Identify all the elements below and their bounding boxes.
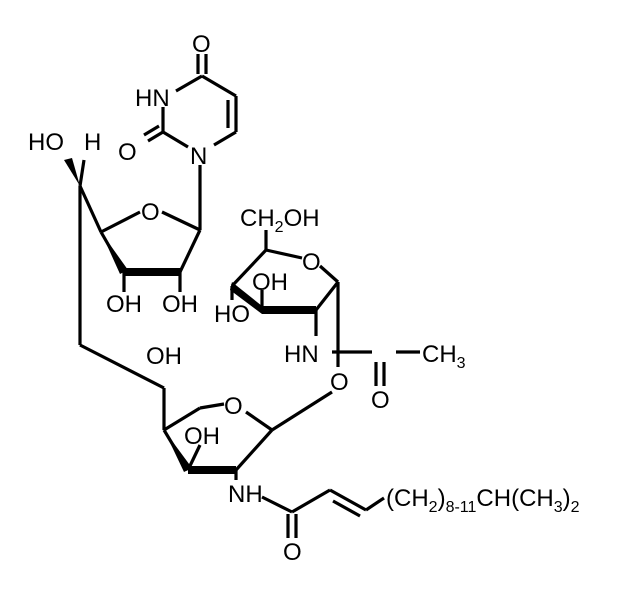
bond-ca-cb-b [332, 499, 361, 518]
chain-close: ) [438, 485, 446, 512]
atom-amide-o: O [283, 539, 302, 566]
bond-glc-c5-o [265, 248, 303, 260]
atom-oh-lower-top: OH [146, 343, 182, 370]
ch2oh-prefix: CH [240, 205, 275, 232]
bond-ca-cb-a [329, 488, 367, 512]
atom-ho-top: HO [28, 129, 64, 156]
atom-nh-acetyl: HN [284, 341, 319, 368]
atom-ring-o-glcnac: O [302, 249, 321, 276]
chain-count: 2 [571, 499, 580, 516]
chain-ch2-sub: 2 [429, 499, 438, 516]
atom-nh-uracil: HN [135, 85, 170, 112]
bond-glc-o-c1 [318, 264, 340, 284]
bond-lower-c4-c5 [163, 406, 201, 432]
wedge-glc-c3-c4 [262, 306, 316, 314]
chain-ch3-sub: 3 [554, 499, 563, 516]
atom-acetyl-o: O [371, 387, 390, 414]
bond-nh-amidec [261, 495, 293, 514]
wedge-ribose-c3-c4 [101, 232, 128, 274]
bond-c4-n3 [175, 74, 203, 93]
wedge-ribose-c2-c3 [124, 268, 180, 276]
bond-lower-o-c1 [245, 410, 273, 432]
bond-ribose-o-c4 [100, 210, 141, 234]
atom-h-top: H [84, 129, 101, 156]
wedge-lower-c2-c3 [188, 466, 236, 474]
atom-ch2oh: CH2OH [240, 205, 320, 236]
bond-c2-o2-a [147, 130, 164, 143]
bond-c4-c5 [201, 74, 237, 98]
ch3-sub: 3 [457, 355, 466, 372]
atom-oh-glcnac-left: HO [214, 301, 250, 328]
bond-lower-c1-c2 [234, 428, 274, 472]
chain-ch2: (CH [386, 485, 429, 512]
atom-labels: O HN O N HO H O OH OH CH2OH O OH HO HN C… [28, 31, 580, 566]
bond-glc-c5-c4 [230, 248, 268, 288]
bond-lower-c5-o [199, 402, 225, 410]
atom-nh-lower: NH [228, 481, 263, 508]
atom-n-uracil: N [190, 143, 207, 170]
atom-oh-lower-mid: OH [184, 423, 220, 450]
bond-c5prime-h [78, 159, 86, 187]
ch3-prefix: CH [422, 341, 457, 368]
bond-c6prime-lower [79, 343, 165, 390]
bond-ribose-c1-c2 [178, 229, 202, 273]
bond-cb-chain [365, 496, 385, 512]
wedge-c5prime-ho [64, 158, 80, 186]
atom-carbonyl-o-top: O [192, 31, 211, 58]
bond-c6-n1 [213, 130, 237, 147]
bond-ribose-c1-o [161, 210, 201, 232]
atom-ring-o-lower: O [224, 393, 243, 420]
atom-glycosidic-o: O [330, 369, 349, 396]
ch2oh-sub: 2 [275, 219, 284, 236]
bond-c4-c5prime [78, 185, 103, 233]
chain-ch: CH(CH [476, 485, 553, 512]
atom-oh-ribose-right: OH [162, 291, 198, 318]
atom-oh-ribose-left: OH [106, 291, 142, 318]
chain-close2: ) [563, 485, 571, 512]
wedge-bonds [64, 158, 316, 474]
wedge-glc-c3-c4-left [230, 282, 262, 314]
bond-amidec-ca [291, 488, 331, 514]
bond-glc-c2-c1 [314, 281, 340, 311]
bond-c2-o2-b [143, 124, 160, 137]
bonds [78, 54, 420, 538]
ch2oh-suffix: OH [284, 205, 320, 232]
atom-ring-o-ribose: O [141, 199, 160, 226]
atom-oh-glcnac-upper: OH [252, 269, 288, 296]
bond-c2-n1 [162, 130, 189, 149]
atom-lipid-chain: (CH2)8-11CH(CH3)2 [386, 485, 580, 516]
wedge-lower-c3-c4 [164, 430, 192, 472]
chain-repeat: 8-11 [446, 499, 477, 516]
atom-ch3: CH3 [422, 341, 466, 372]
bond-glycosidic-o-lower [271, 390, 333, 432]
atom-carbonyl-o-left: O [118, 139, 137, 166]
